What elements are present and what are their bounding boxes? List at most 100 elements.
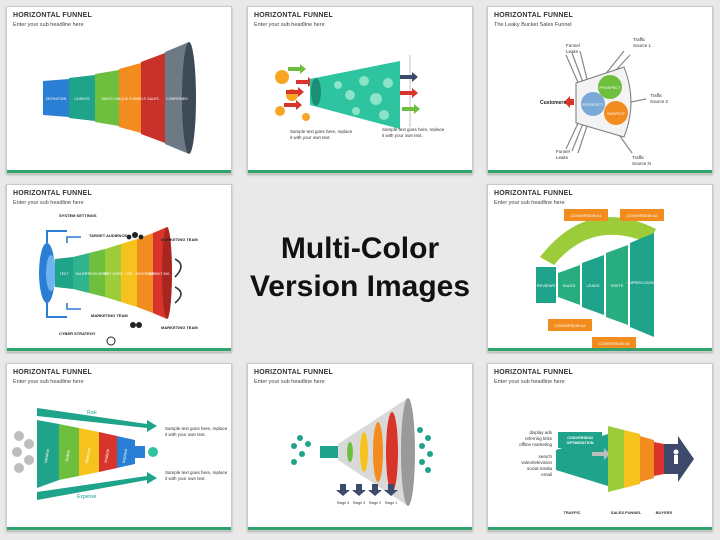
slide-title: HORIZONTAL FUNNEL: [494, 369, 573, 376]
accent-bar: [488, 527, 712, 530]
arrow-icon: [286, 87, 304, 97]
arrow-band-bottom: [37, 476, 147, 500]
svg-text:Define: Define: [64, 449, 71, 462]
svg-text:Leaks: Leaks: [556, 155, 569, 160]
svg-text:PROSPECT: PROSPECT: [600, 86, 622, 90]
input-ball: [275, 106, 285, 116]
svg-text:Traffic: Traffic: [633, 37, 646, 42]
slide-subtitle: Enter your sub headline here: [494, 379, 565, 385]
svg-text:TARGET AUDIENCE: TARGET AUDIENCE: [89, 233, 127, 238]
svg-text:it with your own text.: it with your own text.: [165, 432, 206, 437]
svg-text:SALES FUNNEL: SALES FUNNEL: [611, 510, 642, 515]
slide-thumbnail-2[interactable]: HORIZONTAL FUNNEL Enter your sub headlin…: [247, 6, 473, 174]
conversion-box: [548, 319, 592, 331]
svg-text:REVIEWS: REVIEWS: [537, 283, 556, 288]
buyer-arrow-icon: [664, 436, 694, 482]
slide-thumbnail-8[interactable]: HORIZONTAL FUNNEL Enter your sub headlin…: [487, 363, 713, 531]
input-ball: [275, 70, 289, 84]
slide-subtitle: Enter your sub headline here: [13, 22, 84, 28]
down-arrow-icon: [384, 484, 398, 496]
slide-thumbnail-4[interactable]: HORIZONTAL FUNNEL Enter your sub headlin…: [6, 184, 232, 352]
slide-title: HORIZONTAL FUNNEL: [13, 369, 92, 376]
funnel-segment-2: [69, 75, 95, 121]
funnel-diagram: display ads referring links offline mark…: [519, 426, 694, 515]
arrow-band-top: [37, 408, 147, 428]
funnel-segment-3: [79, 428, 99, 476]
funnel-segment-4: [99, 432, 117, 472]
svg-text:MARKETING TEAM: MARKETING TEAM: [161, 237, 198, 242]
particle: [379, 110, 389, 120]
svg-text:BUYERS: BUYERS: [656, 510, 673, 515]
svg-text:VISITS: VISITS: [611, 283, 624, 288]
svg-text:offline marketing: offline marketing: [519, 442, 552, 447]
svg-text:social media: social media: [527, 466, 553, 471]
person-icon: [674, 455, 678, 464]
down-arrow-icon: [368, 484, 382, 496]
funnel-segment-2: [624, 430, 640, 488]
funnel-segment-5: [630, 233, 654, 337]
svg-text:display ads: display ads: [529, 430, 552, 435]
prospect-circle: [598, 75, 622, 99]
svg-text:Source N: Source N: [632, 161, 651, 166]
svg-text:Sample text goes here, replace: Sample text goes here, replace: [165, 426, 228, 431]
down-arrow-icon: [352, 484, 366, 496]
svg-text:CONVERSION A2: CONVERSION A2: [626, 214, 657, 218]
slide-thumbnail-5[interactable]: HORIZONTAL FUNNEL Enter your sub headlin…: [487, 184, 713, 352]
sample-text: it with your own text.: [290, 135, 331, 140]
svg-text:Improve: Improve: [121, 447, 129, 463]
funnel-segment-2: [59, 424, 79, 480]
svg-text:MARKETING TEAM: MARKETING TEAM: [161, 325, 198, 330]
slide-title: HORIZONTAL FUNNEL: [254, 12, 333, 19]
prospect2-circle: [581, 92, 605, 116]
funnel-segment-5: [141, 53, 165, 143]
svg-text:Source 1: Source 1: [633, 43, 652, 48]
accent-bar: [488, 170, 712, 173]
particle: [359, 76, 369, 86]
svg-text:it with your own text.: it with your own text.: [165, 476, 206, 481]
svg-text:Stage 3: Stage 3: [353, 501, 365, 505]
svg-text:Analyze: Analyze: [103, 448, 111, 464]
funnel-segment-3: [640, 436, 654, 482]
svg-text:Sample text goes here, replace: Sample text goes here, replace: [165, 470, 228, 475]
arrow-icon: [296, 77, 314, 87]
funnel-mouth: [182, 42, 196, 154]
funnel-segment-4: [654, 442, 664, 476]
segment-label: SALES: [147, 97, 159, 101]
svg-text:Expense: Expense: [77, 494, 97, 500]
curved-arrow-icon: [174, 258, 182, 278]
funnel-neck: [311, 78, 321, 106]
svg-text:SUSPECT: SUSPECT: [607, 112, 626, 116]
svg-text:LIVE: LIVE: [125, 272, 133, 276]
svg-text:TEXT: TEXT: [60, 272, 69, 276]
down-arrow-icon: [336, 484, 350, 496]
slide-subtitle: Enter your sub headline here: [13, 379, 84, 385]
conversion-box: [620, 209, 664, 221]
team-icon: [136, 322, 142, 328]
svg-text:ADVERTISE: ADVERTISE: [135, 272, 155, 276]
funnel-segment-1: [37, 420, 59, 488]
funnel-segment-2: [558, 265, 580, 305]
team-icon: [130, 322, 136, 328]
arrow-icon: [288, 64, 306, 74]
svg-text:search: search: [538, 454, 552, 459]
accent-bar: [248, 170, 472, 173]
slide-thumbnail-6[interactable]: HORIZONTAL FUNNEL Enter your sub headlin…: [6, 363, 232, 531]
svg-text:OPTIMIZATION: OPTIMIZATION: [567, 441, 594, 445]
svg-text:TEXT WORK: TEXT WORK: [103, 272, 124, 276]
slide-thumbnail-7[interactable]: HORIZONTAL FUNNEL Enter your sub headlin…: [247, 363, 473, 531]
slide-title: HORIZONTAL FUNNEL: [13, 190, 92, 197]
segment-label: DEFINITION: [46, 97, 67, 101]
svg-text:LEADS: LEADS: [586, 283, 599, 288]
slide-thumbnail-1[interactable]: HORIZONTAL FUNNEL Enter your sub headlin…: [6, 6, 232, 174]
leaky-bucket-diagram: PROSPECT PROSPECT SUSPECT Customers Funn…: [540, 37, 669, 166]
arrow-icon: [284, 100, 302, 110]
heading-line-2: Version Images: [249, 270, 471, 303]
slide-thumbnail-3[interactable]: HORIZONTAL FUNNEL The Leaky Bucket Sales…: [487, 6, 713, 174]
svg-text:CONVERSION A4: CONVERSION A4: [598, 342, 629, 346]
sample-text: it with your own text.: [382, 133, 423, 138]
funnel-diagram: Sample text goes here, replace it with y…: [275, 55, 445, 140]
conversion-box: [592, 337, 636, 349]
center-heading: Multi-Color Version Images: [247, 184, 473, 352]
svg-text:SALES: SALES: [76, 272, 88, 276]
svg-text:Funnel: Funnel: [566, 43, 580, 48]
